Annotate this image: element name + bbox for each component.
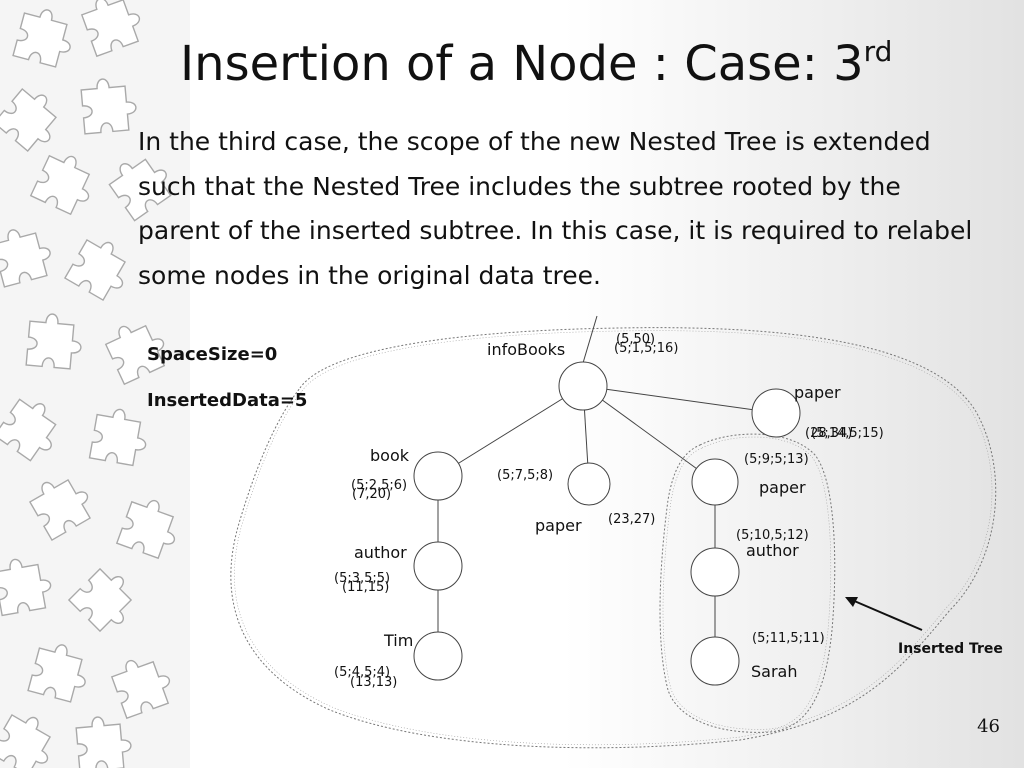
arrow-head	[845, 597, 858, 607]
space-size-label: SpaceSize=0	[147, 344, 278, 365]
node-tim-label: Tim	[384, 631, 414, 650]
node-paper-mid-label: paper	[535, 516, 582, 535]
page-number: 46	[977, 716, 1000, 737]
node-paper-inserted	[691, 458, 739, 506]
node-book-new-label: (5;2,5;6)	[351, 478, 408, 493]
node-sarah-label: Sarah	[751, 662, 798, 681]
node-paper-right-label: paper	[794, 383, 841, 402]
node-author-left-label: author	[354, 543, 407, 562]
slide-title: Insertion of a Node : Case: 3rd	[180, 35, 893, 92]
node-infobooks-new-label: (5;1,5;16)	[614, 341, 679, 356]
edge-root-paper-right	[582, 385, 777, 414]
slide-body-text: In the third case, the scope of the new …	[138, 127, 973, 290]
node-paper-right	[751, 388, 801, 438]
puzzle-pieces-decoration	[0, 0, 190, 768]
nested-tree-boundary	[230, 327, 997, 749]
node-book-old-label: (7,20)	[352, 487, 392, 502]
edge-root-paper-inserted	[582, 385, 716, 483]
node-author-left-old-label: (11,15)	[342, 580, 390, 595]
inserted-tree-label: Inserted Tree	[898, 641, 1003, 657]
edge-root-up	[582, 315, 598, 364]
node-sarah-new-label: (5;11,5;11)	[752, 631, 825, 646]
node-author-inserted-new-label: (5;10,5;12)	[736, 528, 809, 543]
node-paper-right-old-label: (28,34)	[805, 426, 853, 441]
node-infobooks	[558, 361, 608, 411]
node-tim	[413, 631, 463, 681]
node-infobooks-old-label: (5,50)	[616, 332, 656, 347]
node-paper-mid-old-label: (23,27)	[608, 512, 656, 527]
edge-root-book	[437, 385, 584, 477]
node-paper-inserted-label: paper	[759, 478, 806, 497]
node-paper-right-new-label: (5;14,5;15)	[811, 426, 884, 441]
node-paper-mid-new-label: (5;7,5;8)	[497, 468, 554, 483]
node-author-left	[413, 541, 463, 591]
node-book	[413, 451, 463, 501]
node-author-left-new-label: (5;3,5;5)	[334, 571, 391, 586]
node-tim-new-label: (5;4,5;4)	[334, 665, 391, 680]
node-author-inserted	[690, 547, 740, 597]
inserted-data-label: InsertedData=5	[147, 390, 308, 411]
node-sarah	[690, 636, 740, 686]
node-paper-inserted-new-label: (5;9;5;13)	[744, 452, 809, 467]
node-infobooks-label: infoBooks	[487, 340, 566, 359]
node-book-label: book	[370, 446, 409, 465]
title-superscript: rd	[863, 35, 893, 68]
node-paper-mid	[567, 462, 611, 506]
inserted-tree-arrow	[851, 599, 923, 631]
node-author-inserted-label: author	[746, 541, 799, 560]
node-tim-old-label: (13,13)	[350, 675, 398, 690]
inserted-tree-boundary	[659, 433, 836, 733]
